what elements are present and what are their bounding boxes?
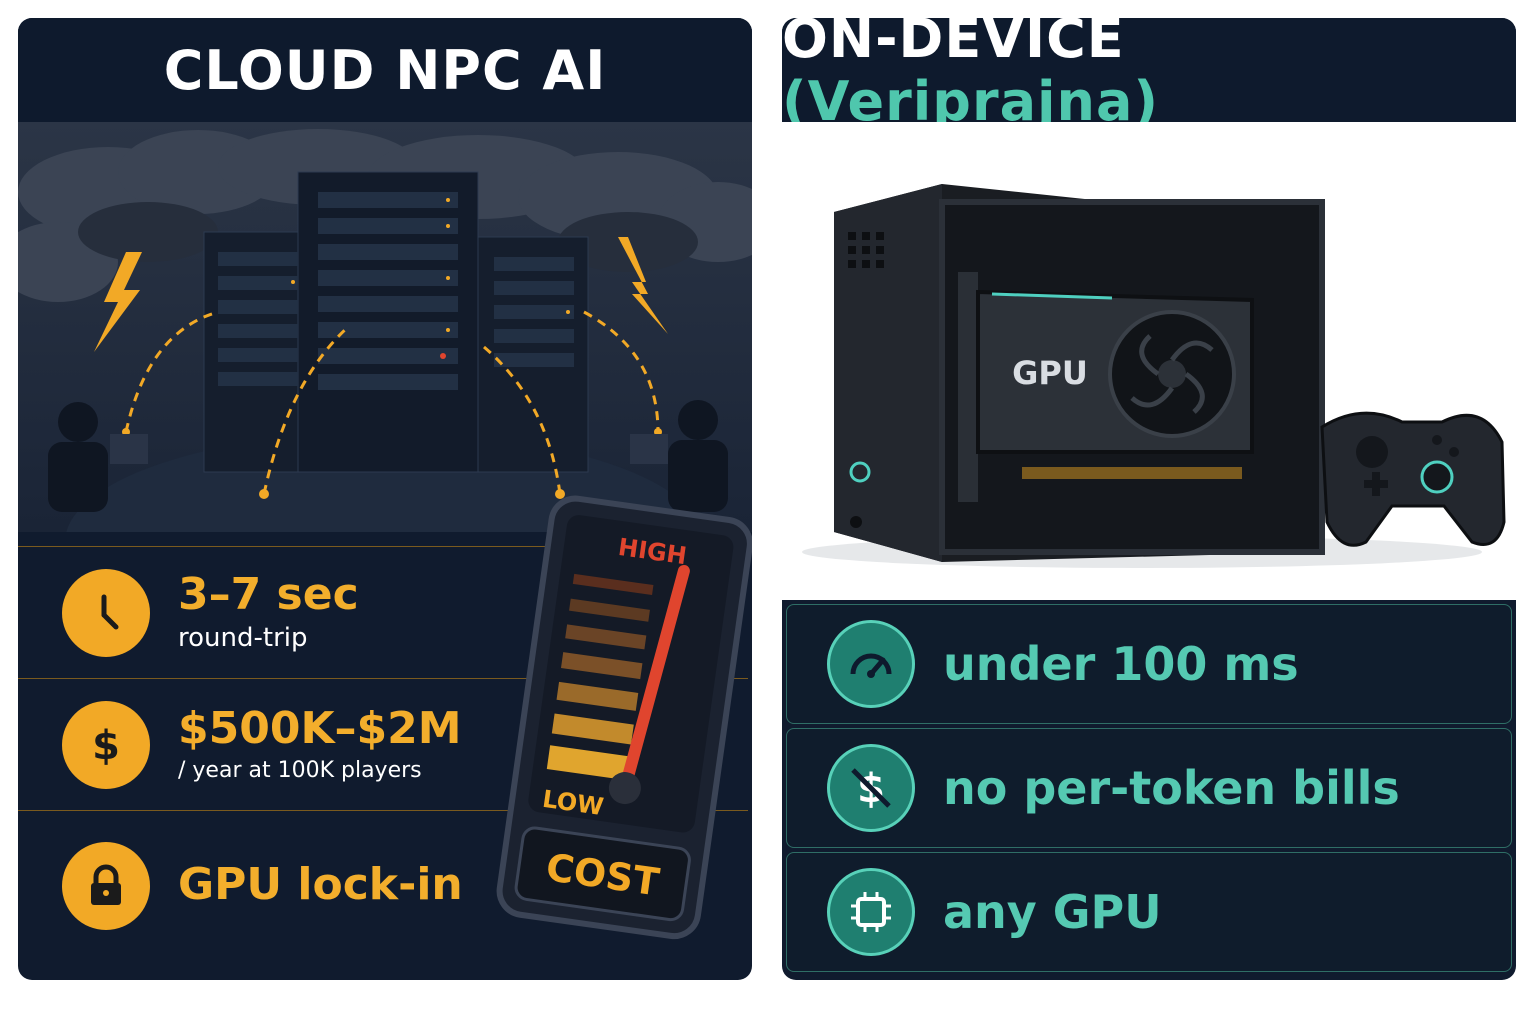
gpu-label: GPU [1012,354,1088,392]
bills-value: no per-token bills [943,761,1400,815]
ondevice-title-main: ON-DEVICE [782,18,1125,70]
cloud-title: CLOUD NPC AI [163,38,607,102]
speedometer-icon [827,620,915,708]
speed-row: under 100 ms [786,604,1512,724]
network-arcs [124,310,660,495]
lightning-right [618,237,668,334]
gamepad-icon [1320,411,1506,547]
pc-image: GPU [782,122,1516,600]
gauge-needle [618,564,690,795]
cost-row: $ $500K–$2M / year at 100K players [18,678,748,810]
cloud-panel: CLOUD NPC AI [18,18,752,980]
latency-value: 3–7 sec [178,569,359,621]
players-silhouettes [48,400,728,512]
lockin-row: GPU lock-in [18,810,748,960]
cost-value: $500K–$2M [178,702,462,754]
datacenter-image [18,122,752,532]
bills-row: $ no per-token bills [786,728,1512,848]
chip-icon [827,868,915,956]
latency-caption: round-trip [178,622,308,653]
anygpu-value: any GPU [943,885,1162,939]
server-towers [203,171,589,473]
gpu-card: GPU [958,272,1254,502]
no-dollar-icon: $ [827,744,915,832]
clock-icon [62,568,150,657]
lock-icon [62,841,150,930]
ondevice-panel: ON-DEVICE (Veriprajna) [782,18,1516,980]
latency-row: 3–7 sec round-trip [18,546,748,678]
ondevice-title: ON-DEVICE (Veriprajna) [782,18,1516,133]
dollar-icon: $ [62,700,150,789]
cost-gauge: HIGH LOW COST [484,488,752,958]
cost-caption: / year at 100K players [178,758,422,784]
cloud-title-bar: CLOUD NPC AI [18,18,752,122]
ondevice-title-bar: ON-DEVICE (Veriprajna) [782,18,1516,133]
gpu-row: any GPU [786,852,1512,972]
gauge-level-bars [546,573,654,781]
cloud-datacenter-illustration [18,122,752,532]
lightning-left [94,252,142,352]
lockin-value: GPU lock-in [178,859,463,911]
gpu-pc-illustration: GPU [782,122,1516,600]
svg-text:$: $ [92,723,120,769]
speed-value: under 100 ms [943,637,1299,691]
